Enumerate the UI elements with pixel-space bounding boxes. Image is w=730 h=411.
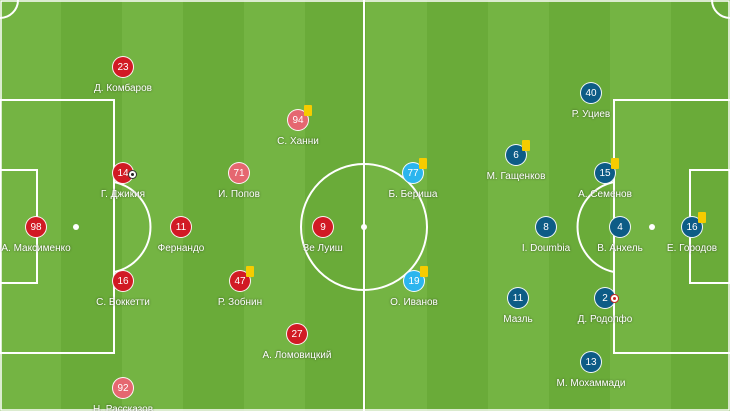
home-player-92[interactable]: 92 Н. Рассказов xyxy=(93,377,153,411)
player-name-label: Д. Комбаров xyxy=(94,83,152,94)
home-player-47[interactable]: 47 Р. Зобнин xyxy=(218,266,262,308)
right-penalty-arc xyxy=(576,181,615,273)
player-number-badge: 94 xyxy=(287,109,309,131)
player-number-badge: 6 xyxy=(505,144,527,166)
away-player-13[interactable]: 13 М. Мохаммади xyxy=(557,351,625,389)
player-number-badge: 77 xyxy=(402,162,424,184)
player-name-label: А. Семенов xyxy=(578,189,632,200)
player-name-label: В. Анхель xyxy=(597,243,643,254)
player-name-label: Б. Бериша xyxy=(388,189,438,200)
home-player-9[interactable]: 9 Зе Луиш xyxy=(303,216,343,254)
player-name-label: С. Ханни xyxy=(277,136,319,147)
away-player-77[interactable]: 77 Б. Бериша xyxy=(389,158,437,200)
left-penalty-area xyxy=(0,99,115,354)
home-player-98[interactable]: 98 А. Максименко xyxy=(1,216,71,254)
right-penalty-spot xyxy=(649,224,655,230)
player-number-badge: 15 xyxy=(594,162,616,184)
away-player-16[interactable]: 16 Е. Городов xyxy=(667,212,717,254)
player-number-badge: 27 xyxy=(286,323,308,345)
yellow-card-icon xyxy=(611,158,619,169)
away-player-8[interactable]: 8 I. Doumbia xyxy=(522,216,570,254)
player-name-label: И. Попов xyxy=(218,189,260,200)
player-name-label: Мазль xyxy=(503,314,533,325)
player-number-badge: 11 xyxy=(170,216,192,238)
player-name-label: Р. Зобнин xyxy=(217,297,263,308)
away-player-15[interactable]: 15 А. Семенов xyxy=(578,158,632,200)
player-number-badge: 23 xyxy=(112,56,134,78)
player-number-badge: 47 xyxy=(229,270,251,292)
player-name-label: А. Максименко xyxy=(1,243,71,254)
yellow-card-icon xyxy=(246,266,254,277)
left-corner-arc xyxy=(0,0,19,19)
substitution-icon xyxy=(610,294,619,303)
away-player-19[interactable]: 19 О. Иванов xyxy=(390,266,438,308)
player-number-badge: 16 xyxy=(112,270,134,292)
home-player-27[interactable]: 27 А. Ломовицкий xyxy=(263,323,331,361)
player-name-label: Н. Рассказов xyxy=(92,404,154,411)
player-number-badge: 71 xyxy=(228,162,250,184)
player-name-label: С. Боккетти xyxy=(96,297,150,308)
player-number-badge: 19 xyxy=(403,270,425,292)
player-number-badge: 9 xyxy=(312,216,334,238)
player-name-label: О. Иванов xyxy=(390,297,438,308)
home-player-16[interactable]: 16 С. Боккетти xyxy=(96,270,150,308)
yellow-card-icon xyxy=(698,212,706,223)
player-name-label: Г. Джикия xyxy=(100,189,146,200)
left-penalty-arc xyxy=(113,181,152,273)
player-number-badge: 40 xyxy=(580,82,602,104)
player-number-badge: 4 xyxy=(609,216,631,238)
center-spot xyxy=(361,224,367,230)
home-player-71[interactable]: 71 И. Попов xyxy=(218,162,260,200)
away-player-6[interactable]: 6 М. Гащенков xyxy=(487,140,545,182)
player-name-label: М. Гащенков xyxy=(486,171,546,182)
player-name-label: Р. Уциев xyxy=(571,109,611,120)
player-number-badge: 11 xyxy=(507,287,529,309)
player-number-badge: 92 xyxy=(112,377,134,399)
yellow-card-icon xyxy=(420,266,428,277)
home-player-94[interactable]: 94 С. Ханни xyxy=(277,105,319,147)
yellow-card-icon xyxy=(419,158,427,169)
center-circle xyxy=(300,163,428,291)
player-number-badge: 98 xyxy=(25,216,47,238)
player-name-label: Фернандо xyxy=(157,243,205,254)
away-player-40[interactable]: 40 Р. Уциев xyxy=(572,82,610,120)
player-name-label: Зе Луиш xyxy=(303,243,343,254)
player-number-badge: 16 xyxy=(681,216,703,238)
yellow-card-icon xyxy=(304,105,312,116)
right-corner-arc xyxy=(711,0,730,19)
player-name-label: А. Ломовицкий xyxy=(262,350,332,361)
player-name-label: Е. Городов xyxy=(666,243,718,254)
yellow-card-icon xyxy=(522,140,530,151)
player-name-label: Д. Родолфо xyxy=(577,314,633,325)
player-name-label: М. Мохаммади xyxy=(556,378,626,389)
left-penalty-spot xyxy=(73,224,79,230)
player-number-badge: 8 xyxy=(535,216,557,238)
home-player-23[interactable]: 23 Д. Комбаров xyxy=(94,56,152,94)
player-name-label: I. Doumbia xyxy=(521,243,571,254)
player-number-badge: 13 xyxy=(580,351,602,373)
ball-icon xyxy=(128,170,137,179)
away-player-4[interactable]: 4 В. Анхель xyxy=(597,216,643,254)
